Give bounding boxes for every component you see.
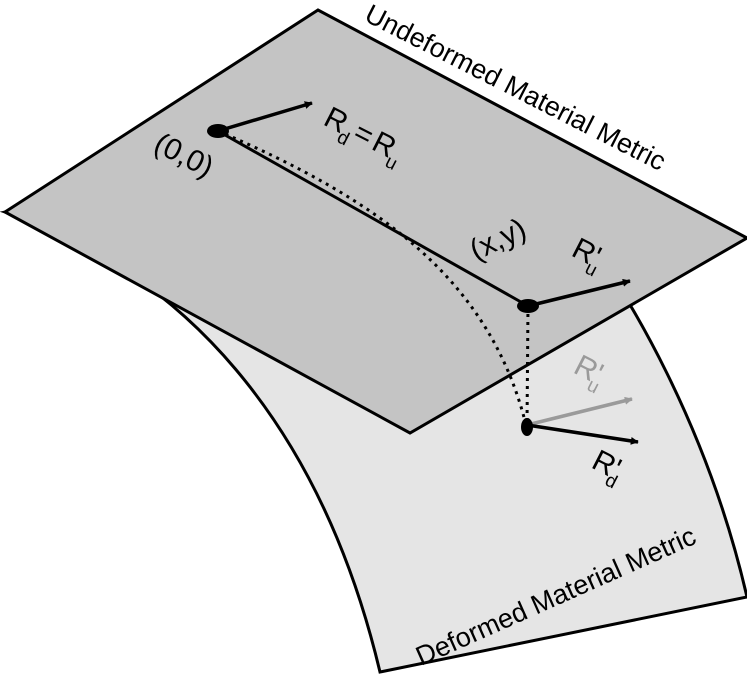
point-xy <box>517 299 539 313</box>
vector-xy-deformed <box>526 423 639 445</box>
vector-ghost-undeformed <box>526 396 633 427</box>
straight-path <box>217 129 529 308</box>
point-origin <box>207 124 229 138</box>
dotted-geodesic <box>217 129 528 426</box>
vector-origin <box>217 101 313 133</box>
point-deformed <box>521 418 533 436</box>
vector-xy-undeformed <box>527 278 631 308</box>
